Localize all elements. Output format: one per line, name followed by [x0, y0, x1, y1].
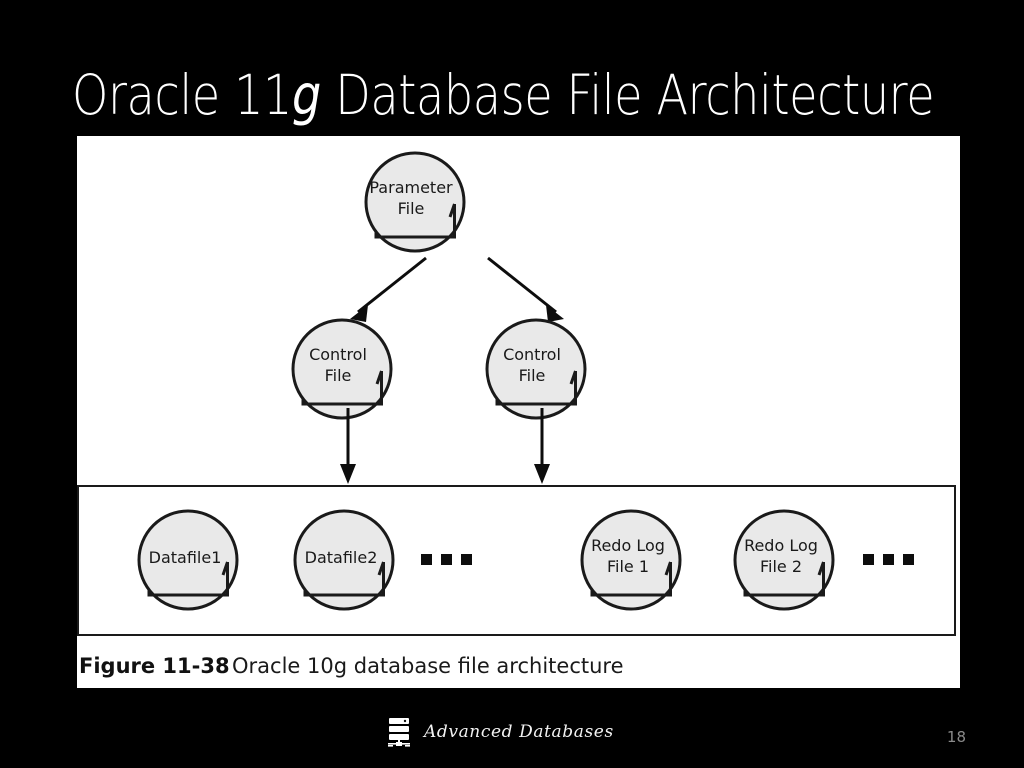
ellipsis-dot	[441, 554, 452, 565]
figure-caption-label: Figure 11-38	[79, 654, 230, 678]
page-number: 18	[946, 728, 966, 746]
files-box: Datafile1 Datafile2	[77, 485, 956, 636]
ellipsis-dot	[461, 554, 472, 565]
ellipsis-dot	[863, 554, 874, 565]
node-parameter-file: Parameter File	[358, 145, 488, 253]
arrow-control-2-to-files-box	[532, 408, 552, 486]
arrow-parameter-to-control-1	[342, 256, 432, 326]
arrow-parameter-to-control-2	[482, 256, 572, 326]
node-redo-log-file-2: Redo Log File 2	[727, 503, 857, 611]
footer-brand: Advanced Databases	[386, 710, 614, 754]
ellipsis-dot	[903, 554, 914, 565]
database-server-icon	[386, 717, 412, 747]
footer-brand-label: Advanced Databases	[424, 722, 614, 742]
node-datafile-1: Datafile1	[131, 503, 261, 611]
figure-upper-zone: Parameter File	[77, 136, 960, 485]
page-title: Oracle 11g Database File Architecture	[72, 59, 935, 131]
node-control-file-2: Control File	[479, 312, 609, 420]
figure-panel: Parameter File	[77, 136, 960, 688]
node-control-file-1: Control File	[285, 312, 415, 420]
ellipsis-dot	[883, 554, 894, 565]
arrow-control-1-to-files-box	[338, 408, 358, 486]
slide-footer: Advanced Databases 18	[0, 710, 1024, 768]
title-suffix: Database File Architecture	[320, 63, 935, 127]
ellipsis-datafiles	[421, 554, 472, 565]
ellipsis-dot	[421, 554, 432, 565]
ellipsis-redologs	[863, 554, 914, 565]
figure-caption: Figure 11-38 Oracle 10g database file ar…	[77, 648, 960, 688]
node-redo-log-file-1: Redo Log File 1	[574, 503, 704, 611]
title-prefix: Oracle 11	[72, 63, 293, 127]
node-datafile-2: Datafile2	[287, 503, 417, 611]
figure-caption-text: Oracle 10g database file architecture	[232, 654, 624, 678]
title-italic-g: g	[292, 63, 321, 127]
